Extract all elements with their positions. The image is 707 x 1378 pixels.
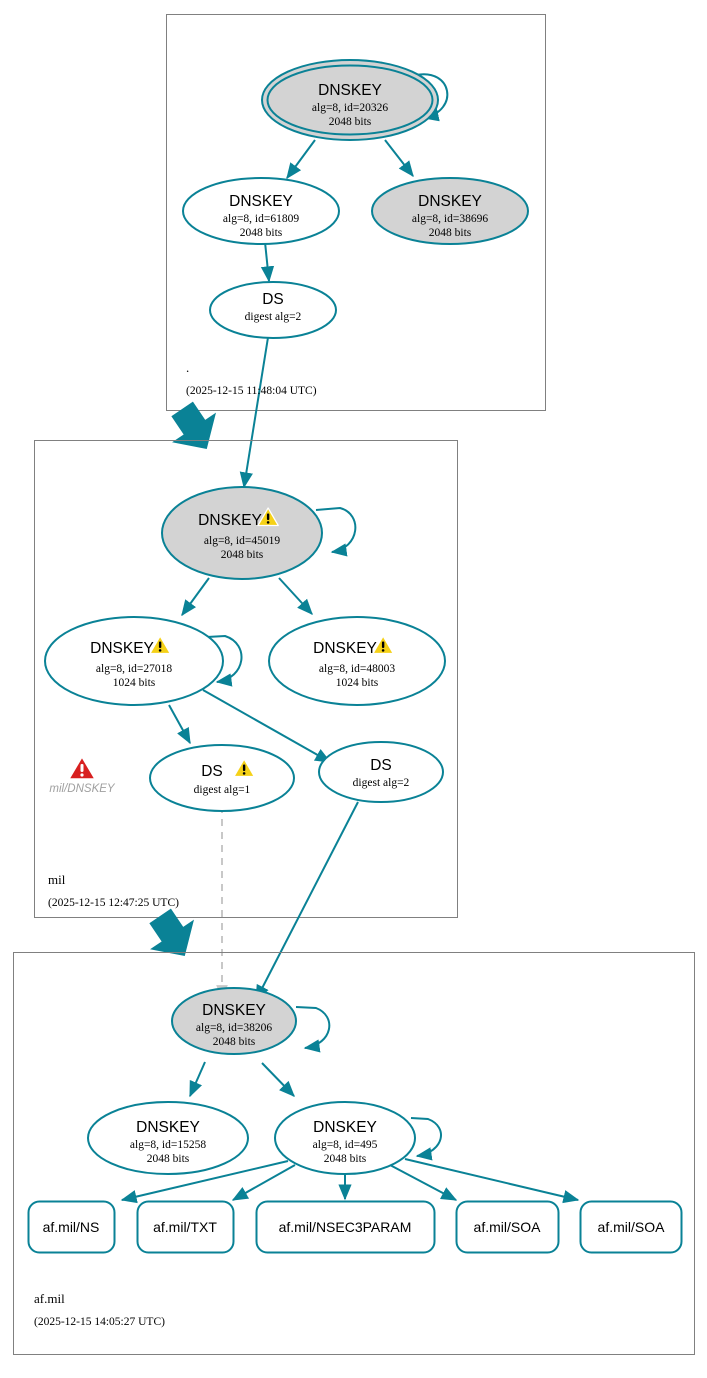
edge-mil-ksk-to-27018 <box>181 577 210 617</box>
zone-label-afmil: af.mil <box>34 1291 65 1306</box>
node-afmil-zsk-15258[interactable]: DNSKEY alg=8, id=15258 2048 bits <box>87 1101 249 1175</box>
node-mil-ksk-line3: 2048 bits <box>221 549 264 561</box>
warning-triangle-icon <box>149 635 171 655</box>
edge-495-to-soa2 <box>404 1158 580 1204</box>
zone-label-mil: mil <box>48 872 66 887</box>
node-root-zsk-61809-title: DNSKEY <box>229 193 293 210</box>
rrset-af-mil-txt-label: af.mil/TXT <box>153 1219 217 1235</box>
rrset-af-mil-txt[interactable]: af.mil/TXT <box>136 1200 235 1254</box>
node-mil-zsk-27018-line2: alg=8, id=27018 <box>96 663 172 675</box>
node-root-zsk-61809[interactable]: DNSKEY alg=8, id=61809 2048 bits <box>182 177 340 245</box>
rrset-af-mil-nsec3param-label: af.mil/NSEC3PARAM <box>279 1219 412 1235</box>
error-triangle-icon <box>68 756 96 780</box>
edge-mil-27018-to-ds1 <box>168 704 191 745</box>
rrset-af-mil-soa-1[interactable]: af.mil/SOA <box>455 1200 560 1254</box>
delegation-arrow-mil-to-afmil <box>149 908 194 957</box>
edge-root-61809-to-ds <box>260 241 275 283</box>
node-mil-ds-alg2[interactable]: DS digest alg=2 <box>318 741 444 803</box>
node-mil-ds-alg1[interactable]: DS digest alg=1 <box>149 744 295 812</box>
node-root-zsk-61809-line3: 2048 bits <box>240 227 283 239</box>
error-marker-label: mil/DNSKEY <box>49 783 116 795</box>
node-afmil-zsk-495-title: DNSKEY <box>313 1119 377 1136</box>
node-mil-ksk-line2: alg=8, id=45019 <box>204 535 280 547</box>
edge-root-ksk-to-38696 <box>384 139 414 178</box>
rrset-af-mil-soa-1-label: af.mil/SOA <box>474 1219 542 1235</box>
error-marker-mil-dnskey[interactable]: mil/DNSKEY <box>49 756 116 795</box>
node-mil-zsk-27018-line3: 1024 bits <box>113 677 156 689</box>
node-mil-zsk-27018-title: DNSKEY <box>90 640 154 657</box>
node-mil-zsk-48003-title: DNSKEY <box>313 640 377 657</box>
edge-495-to-ns <box>120 1160 289 1204</box>
edge-495-to-soa1 <box>389 1164 458 1201</box>
node-mil-zsk-48003-line3: 1024 bits <box>336 677 379 689</box>
node-mil-ds-alg1-line2: digest alg=1 <box>194 784 251 796</box>
node-root-ksk-title: DNSKEY <box>318 82 382 99</box>
node-mil-ds-alg1-title: DS <box>201 763 223 780</box>
node-afmil-ksk-line2: alg=8, id=38206 <box>196 1022 272 1034</box>
rrset-af-mil-nsec3param[interactable]: af.mil/NSEC3PARAM <box>255 1200 436 1254</box>
node-afmil-zsk-495-line3: 2048 bits <box>324 1153 367 1165</box>
node-root-ds-line2: digest alg=2 <box>245 311 302 323</box>
node-root-zsk-61809-line2: alg=8, id=61809 <box>223 213 299 225</box>
warning-triangle-icon <box>233 758 255 778</box>
zone-box-afmil <box>13 952 695 1355</box>
zone-timestamp-mil: (2025-12-15 12:47:25 UTC) <box>48 897 179 909</box>
edge-mil-ds2-to-afmil-ksk <box>255 801 359 1002</box>
edge-495-to-txt <box>231 1164 296 1201</box>
node-afmil-zsk-495-line2: alg=8, id=495 <box>313 1139 378 1151</box>
node-root-ksk-line3: 2048 bits <box>329 116 372 128</box>
node-root-ds-title: DS <box>262 291 284 308</box>
rrset-af-mil-ns[interactable]: af.mil/NS <box>27 1200 116 1254</box>
zone-timestamp-afmil: (2025-12-15 14:05:27 UTC) <box>34 1316 165 1328</box>
edge-root-ksk-to-61809 <box>286 139 316 180</box>
edge-mil-27018-self <box>206 634 243 687</box>
edge-mil-to-ds2 <box>202 689 332 763</box>
node-mil-zsk-48003[interactable]: DNSKEY alg=8, id=48003 1024 bits <box>268 616 446 706</box>
zone-label-root: . <box>186 360 189 375</box>
node-afmil-zsk-15258-line2: alg=8, id=15258 <box>130 1139 206 1151</box>
node-mil-zsk-27018[interactable]: DNSKEY alg=8, id=27018 1024 bits <box>44 616 224 706</box>
edge-mil-ksk-self <box>315 506 357 557</box>
rrset-af-mil-ns-label: af.mil/NS <box>43 1219 100 1235</box>
node-mil-ds-alg2-line2: digest alg=2 <box>353 777 410 789</box>
rrset-af-mil-soa-2[interactable]: af.mil/SOA <box>579 1200 683 1254</box>
zone-timestamp-root: (2025-12-15 11:48:04 UTC) <box>186 385 317 397</box>
zone-box-root <box>166 14 546 411</box>
node-afmil-ksk[interactable]: DNSKEY alg=8, id=38206 2048 bits <box>171 987 297 1055</box>
node-mil-ksk-title: DNSKEY <box>198 512 262 529</box>
node-mil-ksk[interactable]: DNSKEY alg=8, id=45019 2048 bits <box>161 486 323 580</box>
node-root-zsk-38696-line2: alg=8, id=38696 <box>412 213 488 225</box>
node-root-zsk-38696[interactable]: DNSKEY alg=8, id=38696 2048 bits <box>371 177 529 245</box>
node-afmil-zsk-495[interactable]: DNSKEY alg=8, id=495 2048 bits <box>274 1101 416 1175</box>
node-afmil-ksk-line3: 2048 bits <box>213 1036 256 1048</box>
node-afmil-zsk-15258-title: DNSKEY <box>136 1119 200 1136</box>
zone-box-mil <box>34 440 458 918</box>
node-afmil-zsk-15258-line3: 2048 bits <box>147 1153 190 1165</box>
warning-triangle-icon <box>257 507 279 527</box>
edge-afmil-ksk-to-15258 <box>189 1061 206 1098</box>
node-mil-zsk-48003-line2: alg=8, id=48003 <box>319 663 395 675</box>
node-root-zsk-38696-line3: 2048 bits <box>429 227 472 239</box>
warning-triangle-icon <box>372 635 394 655</box>
rrset-af-mil-soa-2-label: af.mil/SOA <box>598 1219 666 1235</box>
edge-afmil-ksk-to-495 <box>261 1062 295 1097</box>
node-root-ds[interactable]: DS digest alg=2 <box>209 281 337 339</box>
edge-root-ds-to-mil-ksk <box>239 324 271 489</box>
edge-afmil-495-self <box>410 1117 442 1161</box>
edge-afmil-ksk-self <box>295 1006 331 1053</box>
node-root-ksk[interactable]: DNSKEY alg=8, id=20326 2048 bits <box>261 59 439 141</box>
node-root-zsk-38696-title: DNSKEY <box>418 193 482 210</box>
delegation-arrow-root-to-mil <box>171 401 216 450</box>
node-mil-ds-alg2-title: DS <box>370 757 392 774</box>
edge-root-ksk-self <box>415 73 449 122</box>
edge-mil-ksk-to-48003 <box>278 577 313 615</box>
node-root-ksk-line2: alg=8, id=20326 <box>312 102 388 114</box>
node-afmil-ksk-title: DNSKEY <box>202 1002 266 1019</box>
